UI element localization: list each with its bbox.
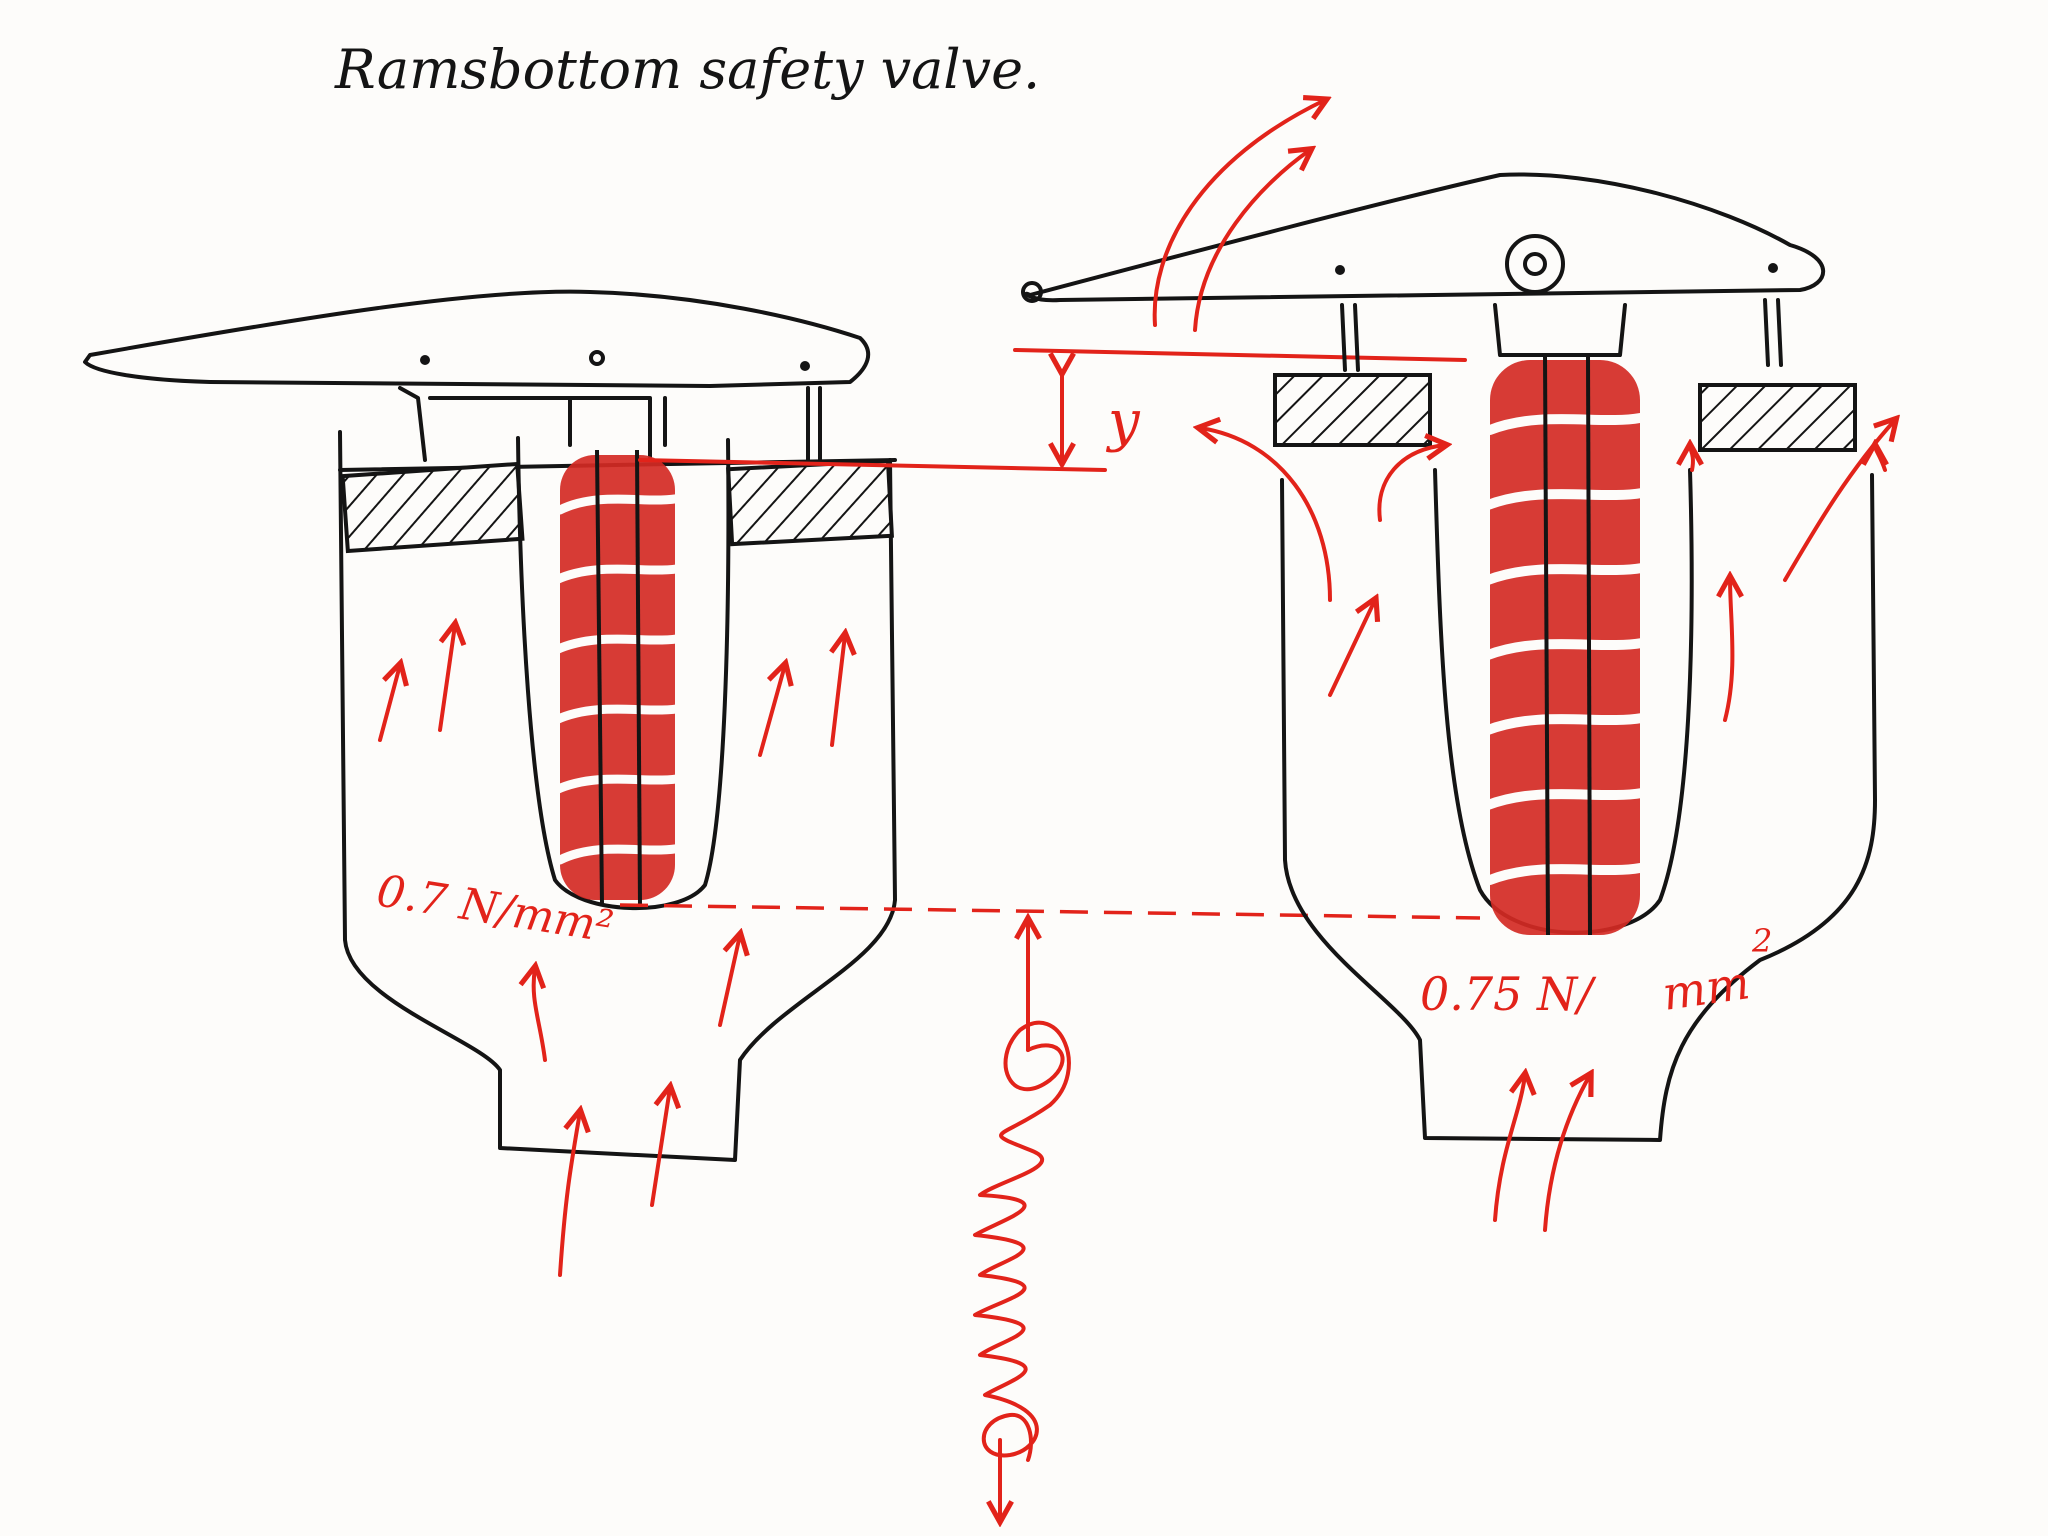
- left-lever-pin-icon: [800, 361, 810, 371]
- closed-level-line: [638, 458, 1107, 472]
- left-lever: [83, 289, 871, 388]
- right-valve-seat: [1273, 373, 1432, 447]
- diagram-title: Ramsbottom safety valve.: [334, 38, 1040, 101]
- right-lever-pin-icon: [1768, 263, 1778, 273]
- right-lever-pin-icon: [1335, 265, 1345, 275]
- open-level-line: [1013, 348, 1467, 362]
- left-lever-pivot-icon: [589, 350, 605, 366]
- lift-label: y: [1105, 389, 1141, 454]
- right-pressure-exponent: 2: [1751, 922, 1772, 960]
- right-lever-end-icon: [1021, 281, 1043, 303]
- left-steam-flow-arrows: [378, 625, 845, 1277]
- center-spring-symbol: [973, 920, 1071, 1520]
- right-lever-pivot-icon: [1505, 234, 1565, 294]
- left-valve-seat: [726, 458, 894, 547]
- right-valve-body: [1280, 473, 1877, 1142]
- right-valve-open: 0.75 N/ mm 2: [1021, 100, 1895, 1232]
- left-valve-seat: [340, 461, 525, 554]
- right-spring: [1483, 354, 1647, 936]
- right-pressure-unit: mm: [1659, 955, 1753, 1021]
- left-valve-body: [338, 430, 897, 1162]
- right-steam-flow-arrows: [1152, 100, 1895, 1232]
- center-spring-coil: [973, 1020, 1071, 1462]
- right-valve-seat: [1698, 383, 1857, 452]
- right-pressure-value: 0.75 N/: [1420, 967, 1597, 1021]
- left-spring-chamber: [516, 436, 731, 910]
- left-spring: [551, 449, 687, 906]
- right-lever: [1024, 172, 1826, 303]
- left-lever-pin-icon: [420, 355, 430, 365]
- pressure-reference-line: [619, 903, 1481, 920]
- left-valve-closed: 0.7 N/mm²: [83, 289, 897, 1277]
